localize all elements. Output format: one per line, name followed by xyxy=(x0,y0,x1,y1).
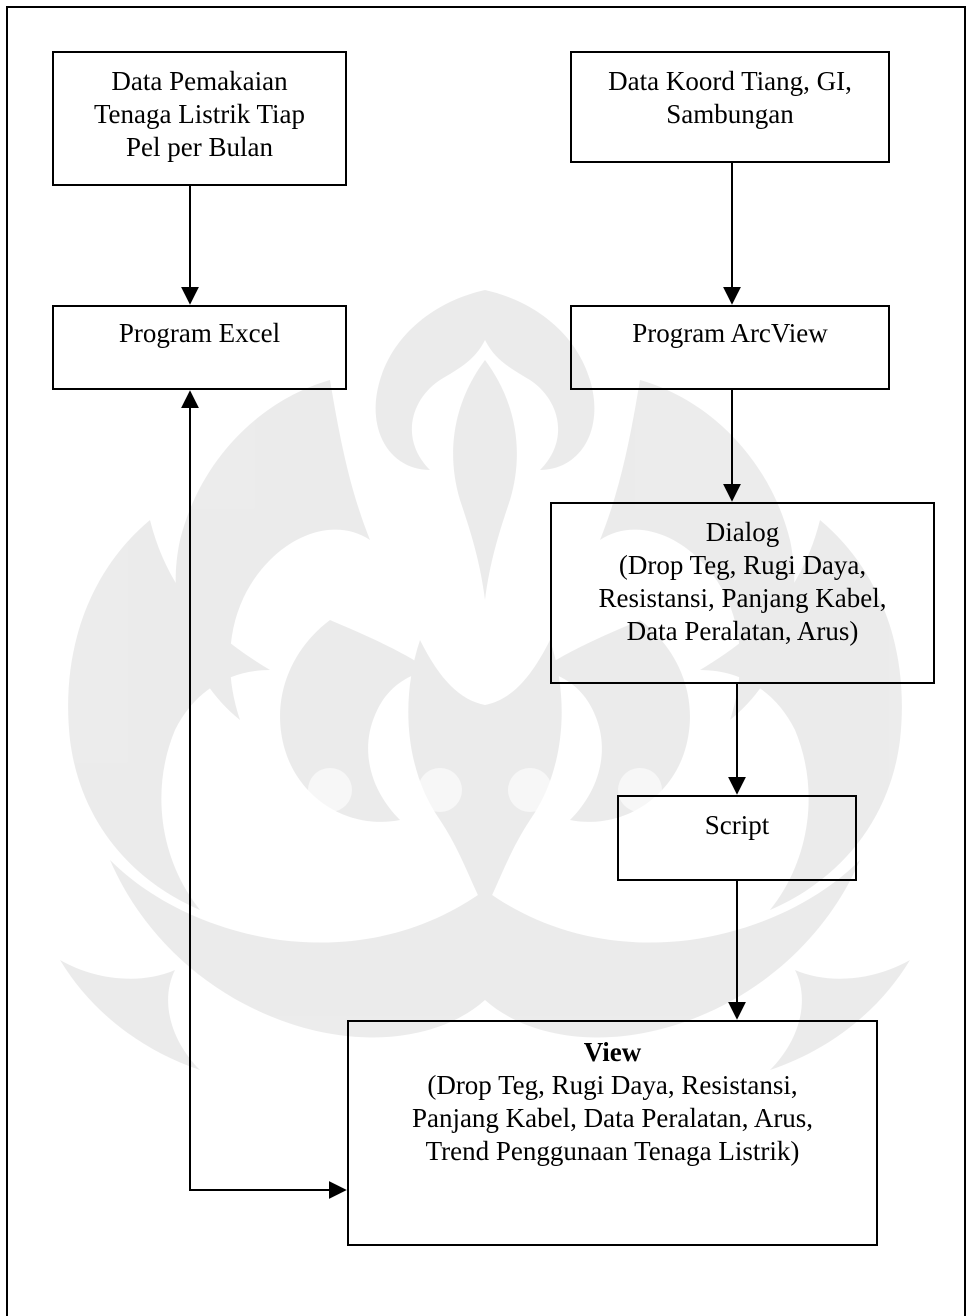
box-title: View xyxy=(583,1037,642,1067)
page-border xyxy=(6,6,966,1316)
box-script: Script xyxy=(617,795,857,881)
box-line: (Drop Teg, Rugi Daya, Resistansi, xyxy=(427,1070,798,1100)
box-line: Dialog xyxy=(705,517,780,547)
box-dialog: Dialog (Drop Teg, Rugi Daya, Resistansi,… xyxy=(550,502,935,684)
box-line: Trend Penggunaan Tenaga Listrik) xyxy=(425,1136,800,1166)
box-line: Pel per Bulan xyxy=(126,132,273,162)
box-line: Script xyxy=(704,810,770,840)
box-data-pemakaian: Data Pemakaian Tenaga Listrik Tiap Pel p… xyxy=(52,51,347,186)
box-line: Tenaga Listrik Tiap xyxy=(93,99,306,129)
box-line: Resistansi, Panjang Kabel, xyxy=(598,583,887,613)
box-line: Panjang Kabel, Data Peralatan, Arus, xyxy=(411,1103,814,1133)
box-line: Program Excel xyxy=(118,318,281,348)
box-program-excel: Program Excel xyxy=(52,305,347,390)
box-line: Program ArcView xyxy=(632,318,828,348)
box-line: Data Pemakaian xyxy=(111,66,288,96)
box-view: View (Drop Teg, Rugi Daya, Resistansi, P… xyxy=(347,1020,878,1246)
box-program-arcview: Program ArcView xyxy=(570,305,890,390)
box-line: Data Koord Tiang, GI, xyxy=(608,66,852,96)
box-line: Data Peralatan, Arus) xyxy=(626,616,859,646)
box-line: Sambungan xyxy=(666,99,794,129)
box-line: (Drop Teg, Rugi Daya, xyxy=(618,550,867,580)
box-data-koord: Data Koord Tiang, GI, Sambungan xyxy=(570,51,890,163)
